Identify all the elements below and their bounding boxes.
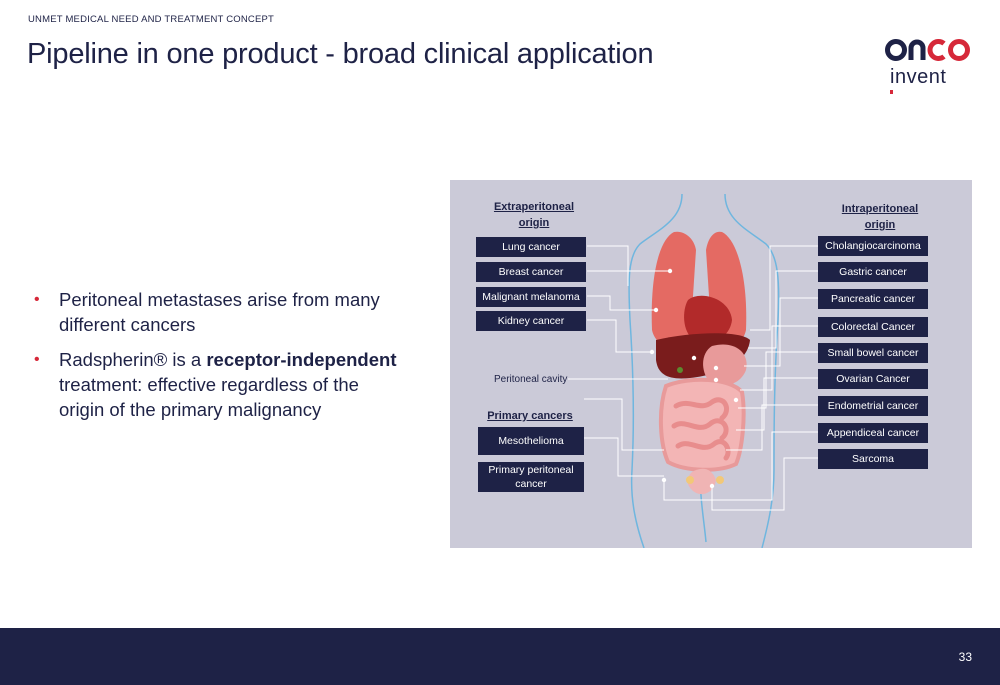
bullet-text-bold: receptor-independent	[206, 349, 397, 370]
tag-sarcoma: Sarcoma	[818, 449, 928, 469]
bullet-text-suffix: treatment: effective regardless of the o…	[59, 374, 359, 420]
bullet-text: Peritoneal metastases arise from many di…	[59, 289, 380, 335]
tag-mesothelioma: Mesothelioma	[478, 427, 584, 455]
bullet-item: • Peritoneal metastases arise from many …	[34, 287, 404, 337]
tag-primary-peritoneal-cancer: Primary peritoneal cancer	[478, 462, 584, 492]
tag-endometrial-cancer: Endometrial cancer	[818, 396, 928, 416]
tag-breast-cancer: Breast cancer	[476, 262, 586, 282]
tag-cholangiocarcinoma: Cholangiocarcinoma	[818, 236, 928, 256]
tag-kidney-cancer: Kidney cancer	[476, 311, 586, 331]
logo-invent-text: invent	[890, 66, 947, 88]
anatomy-diagram: Extraperitoneal origin Intraperitoneal o…	[450, 180, 972, 548]
tag-gastric-cancer: Gastric cancer	[818, 262, 928, 282]
extraperitoneal-heading: Extraperitoneal origin	[486, 199, 582, 231]
bullet-icon: •	[34, 351, 40, 368]
logo-accent-dot	[890, 90, 893, 94]
tag-malignant-melanoma: Malignant melanoma	[476, 287, 586, 307]
page-title: Pipeline in one product - broad clinical…	[27, 38, 654, 70]
extraperitoneal-heading-line1: Extraperitoneal	[493, 201, 575, 213]
section-label: UNMET MEDICAL NEED AND TREATMENT CONCEPT	[28, 14, 275, 25]
anatomy-illustration	[568, 193, 818, 548]
page-number: 33	[958, 650, 972, 664]
tag-colorectal-cancer: Colorectal Cancer	[818, 317, 928, 337]
footer-bar: 33	[0, 628, 1000, 685]
bullet-list: • Peritoneal metastases arise from many …	[34, 287, 404, 432]
bullet-item: • Radspherin® is a receptor-independent …	[34, 347, 404, 422]
extraperitoneal-heading-line2: origin	[518, 217, 550, 229]
intraperitoneal-heading-line2: origin	[864, 219, 896, 231]
tag-lung-cancer: Lung cancer	[476, 237, 586, 257]
peritoneal-cavity-label: Peritoneal cavity	[494, 374, 568, 385]
tag-small-bowel-cancer: Small bowel cancer	[818, 343, 928, 363]
bullet-text-prefix: Radspherin® is a	[59, 349, 207, 370]
tag-pancreatic-cancer: Pancreatic cancer	[818, 289, 928, 309]
tag-appendiceal-cancer: Appendiceal cancer	[818, 423, 928, 443]
oncoinvent-logo: invent	[884, 34, 976, 96]
tag-ovarian-cancer: Ovarian Cancer	[818, 369, 928, 389]
intraperitoneal-heading-line1: Intraperitoneal	[841, 203, 919, 215]
bullet-icon: •	[34, 291, 40, 308]
onco-wordmark	[885, 39, 970, 61]
intraperitoneal-heading: Intraperitoneal origin	[832, 201, 928, 233]
primary-cancers-heading: Primary cancers	[487, 410, 573, 422]
